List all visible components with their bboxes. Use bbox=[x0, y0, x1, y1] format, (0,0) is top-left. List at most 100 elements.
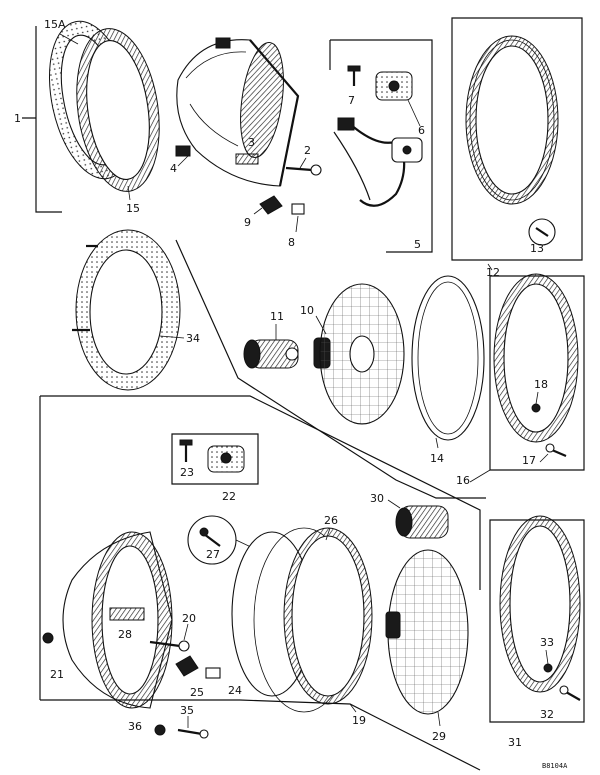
drawing-reference: B8104A bbox=[542, 762, 568, 770]
rim-31 bbox=[499, 515, 581, 693]
screw-2 bbox=[285, 164, 322, 176]
screw-32 bbox=[559, 685, 581, 701]
label-12: 12 bbox=[486, 266, 500, 279]
screw-23 bbox=[179, 439, 193, 462]
leader-17 bbox=[539, 453, 549, 463]
adjusting-spring-3 bbox=[235, 153, 259, 165]
label-18: 18 bbox=[534, 378, 548, 391]
divider-diagonal-2 bbox=[39, 395, 481, 700]
label-23: 23 bbox=[180, 466, 194, 479]
nut-36 bbox=[154, 724, 166, 736]
label-24: 24 bbox=[228, 684, 242, 697]
label-14: 14 bbox=[430, 452, 444, 465]
bulb-holder-22 bbox=[207, 445, 245, 473]
leader-26 bbox=[325, 527, 331, 541]
leader-9 bbox=[253, 207, 263, 215]
label-29: 29 bbox=[432, 730, 446, 743]
label-35: 35 bbox=[180, 704, 194, 717]
mounting-gasket-15 bbox=[76, 28, 160, 192]
label-9: 9 bbox=[244, 216, 251, 229]
mounting-ring-34 bbox=[72, 229, 181, 391]
label-8: 8 bbox=[288, 236, 295, 249]
leader-12 bbox=[487, 263, 493, 271]
leader-19 bbox=[349, 703, 357, 713]
spring-28 bbox=[109, 607, 145, 621]
label-27: 27 bbox=[206, 548, 220, 561]
leader-2 bbox=[299, 157, 307, 169]
label-1: 1 bbox=[14, 112, 21, 125]
leader-16 bbox=[469, 469, 491, 483]
harness-5 bbox=[333, 117, 423, 207]
screw-13 bbox=[528, 218, 556, 246]
label-33: 33 bbox=[540, 636, 554, 649]
leader-6 bbox=[407, 99, 421, 127]
label-10: 10 bbox=[300, 304, 314, 317]
bulb-30 bbox=[395, 505, 449, 539]
divider-diagonal-1 bbox=[175, 239, 486, 499]
label-13: 13 bbox=[530, 242, 544, 255]
bulb-11 bbox=[243, 339, 299, 369]
leader-34 bbox=[159, 335, 185, 339]
label-16: 16 bbox=[456, 474, 470, 487]
label-15a: 15A bbox=[44, 18, 66, 31]
label-31: 31 bbox=[508, 736, 522, 749]
label-32: 32 bbox=[540, 708, 554, 721]
label-15: 15 bbox=[126, 202, 140, 215]
nut-8 bbox=[291, 203, 305, 215]
bracket-group-22 bbox=[171, 433, 259, 485]
label-19: 19 bbox=[352, 714, 366, 727]
nut-24 bbox=[205, 667, 221, 679]
leader-33 bbox=[545, 649, 549, 665]
lamp-shell-4 bbox=[175, 37, 300, 187]
label-17: 17 bbox=[522, 454, 536, 467]
screw-7 bbox=[347, 65, 361, 86]
label-20: 20 bbox=[182, 612, 196, 625]
leader-15 bbox=[127, 185, 131, 201]
bracket-group-16 bbox=[489, 275, 585, 471]
rim-16 bbox=[493, 273, 579, 443]
bulb-holder-6 bbox=[375, 71, 413, 101]
label-4: 4 bbox=[170, 162, 177, 175]
bracket-group-12 bbox=[451, 17, 583, 261]
lamp-shell-21 bbox=[42, 531, 173, 709]
leader-29 bbox=[437, 711, 441, 727]
rim-assembly-26 bbox=[231, 527, 373, 713]
label-6: 6 bbox=[418, 124, 425, 137]
clip-9 bbox=[259, 195, 283, 215]
leader-4 bbox=[177, 153, 191, 167]
bracket-group-1 bbox=[22, 26, 62, 213]
label-22: 22 bbox=[222, 490, 236, 503]
screw-20 bbox=[149, 640, 190, 652]
rim-14 bbox=[411, 275, 485, 441]
label-25: 25 bbox=[190, 686, 204, 699]
label-30: 30 bbox=[370, 492, 384, 505]
light-unit-29 bbox=[385, 549, 469, 715]
rim-12 bbox=[465, 35, 559, 205]
leader-10 bbox=[315, 315, 327, 335]
screw-33 bbox=[543, 663, 553, 673]
bracket-group-5 bbox=[329, 39, 433, 253]
light-unit-10 bbox=[313, 283, 405, 425]
label-5: 5 bbox=[414, 238, 421, 251]
label-21: 21 bbox=[50, 668, 64, 681]
leader-18 bbox=[535, 391, 539, 405]
label-26: 26 bbox=[324, 514, 338, 527]
label-3: 3 bbox=[248, 136, 255, 149]
leader-30 bbox=[387, 499, 401, 509]
clip-25 bbox=[175, 655, 199, 677]
screw-17 bbox=[545, 443, 567, 458]
leader-14 bbox=[435, 437, 439, 449]
label-7: 7 bbox=[348, 94, 355, 107]
label-28: 28 bbox=[118, 628, 132, 641]
label-36: 36 bbox=[128, 720, 142, 733]
leader-20 bbox=[183, 623, 189, 641]
leader-8 bbox=[295, 215, 299, 233]
screw-18 bbox=[531, 403, 541, 413]
label-34: 34 bbox=[186, 332, 200, 345]
label-2: 2 bbox=[304, 144, 311, 157]
leader-15a bbox=[59, 33, 79, 45]
label-11: 11 bbox=[270, 310, 284, 323]
bracket-group-19 bbox=[40, 699, 481, 771]
screw-35 bbox=[177, 728, 209, 739]
